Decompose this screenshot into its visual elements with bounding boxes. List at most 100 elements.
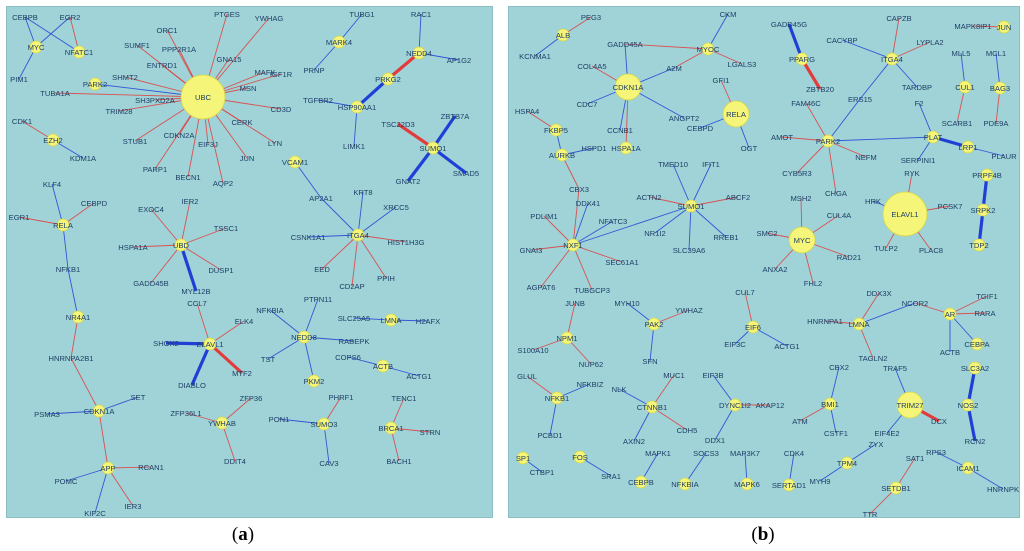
node-sumo3 — [317, 417, 331, 431]
node-label-akap12: AKAP12 — [756, 401, 785, 410]
edge-lmna-ncor2 — [858, 302, 916, 325]
node-label-eif3c: EIF3C — [724, 340, 746, 349]
caption-b-letter: b — [757, 524, 769, 545]
node-cdkn1a — [92, 404, 106, 418]
node-label-ap1g2: AP1G2 — [447, 56, 471, 65]
edge-nxf1-pdlim1 — [543, 215, 574, 246]
node-label-kcnma1: KCNMA1 — [519, 52, 551, 61]
node-eif6 — [746, 320, 760, 334]
node-label-nr4a1: NR4A1 — [66, 313, 90, 322]
node-label-cdh5: CDH5 — [677, 426, 698, 435]
edge-sumo3-cav3 — [323, 423, 330, 464]
node-label-lmna: LMNA — [380, 316, 402, 325]
node-label-traf5: TRAF5 — [883, 364, 907, 373]
node-sumo1 — [684, 199, 698, 213]
node-hspa1a — [619, 141, 633, 155]
node-label-ddit4: DDIT4 — [224, 457, 246, 466]
node-label-f2: F2 — [915, 99, 924, 108]
node-label-eif6: EIF6 — [745, 323, 761, 332]
node-label-brca1: BRCA1 — [378, 424, 403, 433]
node-label-nfatc1: NFATC1 — [65, 48, 94, 57]
node-rela — [722, 100, 750, 128]
node-label-prkg2: PRKG2 — [375, 75, 401, 84]
node-label-cdkn2a: CDKN2A — [164, 131, 196, 140]
node-label-tulp2: TULP2 — [874, 244, 898, 253]
node-label-myc: MYC — [794, 236, 811, 245]
node-label-diablo: DIABLO — [178, 381, 206, 390]
node-label-abcf2: ABCF2 — [726, 193, 750, 202]
edge-itga4-krt8 — [357, 191, 364, 236]
node-label-actb: ACTB — [373, 362, 393, 371]
node-label-setdb1: SETDB1 — [881, 484, 911, 493]
node-label-ccnb1: CCNB1 — [607, 126, 633, 135]
node-label-sec61a1: SEC61A1 — [605, 258, 638, 267]
node-sp1 — [516, 451, 530, 465]
node-label-dcx: DCX — [931, 417, 947, 426]
node-label-sumf1: SUMF1 — [124, 41, 150, 50]
node-label-rela: RELA — [53, 221, 74, 230]
node-label-lrp1: LRP1 — [959, 143, 978, 152]
edge-cdkn1a-psma3 — [46, 410, 100, 415]
edge-eif6-actg1 — [752, 326, 788, 347]
node-label-cebpd: CEBPD — [687, 124, 714, 133]
node-label-pde9a: PDE9A — [984, 119, 1010, 128]
node-label-cebpb: CEBPB — [12, 13, 38, 22]
edge-ubd-tssc1 — [180, 227, 227, 246]
node-label-npm1: NPM1 — [556, 334, 577, 343]
node-label-myc: MYC — [28, 43, 45, 52]
node-label-parp1: PARP1 — [143, 165, 167, 174]
node-label-hspa1a: HSPA1A — [118, 243, 148, 252]
node-label-junb: JUNB — [565, 299, 585, 308]
edge-sumo1-gnat2 — [406, 147, 435, 182]
node-elavl1 — [203, 337, 217, 351]
node-label-becn1: BECN1 — [175, 173, 200, 182]
edge-rela-egr1 — [18, 216, 64, 226]
edge-ubd-ier2 — [180, 200, 191, 246]
node-label-tsc22d3: TSC22D3 — [381, 120, 414, 129]
node-pkm2 — [307, 374, 321, 388]
edge-cdkn1a-app — [98, 410, 109, 469]
node-label-col4a5: COL4A5 — [577, 62, 606, 71]
node-label-serpini1: SERPINI1 — [901, 156, 936, 165]
node-label-tenc1: TENC1 — [392, 394, 417, 403]
node-label-a2m: A2M — [666, 64, 682, 73]
node-actb — [376, 359, 390, 373]
node-label-slc3a2: SLC3A2 — [961, 364, 989, 373]
node-label-nos2: NOS2 — [958, 401, 979, 410]
node-label-nfatc3: NFATC3 — [599, 217, 628, 226]
node-label-cul7: CUL7 — [735, 288, 754, 297]
node-nedd4 — [412, 46, 426, 60]
edge-elavl1-mtf2 — [208, 342, 244, 375]
edge-nedd8-ptpn11 — [303, 298, 319, 338]
edge-park2-ers15 — [827, 98, 861, 142]
edge-sumo1-nr1i2 — [654, 205, 692, 234]
node-label-nedd8: NEDD8 — [291, 333, 317, 342]
node-label-bmi1: BMI1 — [821, 400, 839, 409]
node-label-elk4: ELK4 — [235, 317, 254, 326]
edge-vcam1-ap2a1 — [294, 161, 322, 199]
node-label-hist1h3g: HIST1H3G — [387, 238, 424, 247]
node-label-bach1: BACH1 — [386, 457, 411, 466]
edge-itga4-hist1h3g — [357, 234, 407, 243]
node-label-cyb5r3: CYB5R3 — [782, 169, 812, 178]
node-label-cul4a: CUL4A — [827, 211, 852, 220]
node-label-hspd1: HSPD1 — [581, 144, 606, 153]
node-label-plac8: PLAC8 — [919, 246, 943, 255]
node-label-tuba1a: TUBA1A — [40, 89, 70, 98]
node-vcam1 — [288, 155, 302, 169]
node-ywhab — [215, 416, 229, 430]
node-label-cebpa: CEBPA — [964, 340, 990, 349]
node-label-scarb1: SCARB1 — [942, 119, 972, 128]
edge-elavl1-shox2 — [165, 341, 211, 346]
node-label-smc2: SMC2 — [756, 229, 777, 238]
node-label-ywhab: YWHAB — [208, 419, 236, 428]
node-label-dync1i2: DYNC1I2 — [719, 401, 751, 410]
node-label-cul1: CUL1 — [955, 83, 974, 92]
node-label-ptpn11: PTPN11 — [304, 295, 332, 304]
node-itga4 — [351, 228, 365, 242]
node-tdp2 — [972, 238, 986, 252]
edge-ubd-hspa1a — [132, 244, 182, 248]
node-prkg2 — [381, 72, 395, 86]
edge-nxf1-nfatc3 — [572, 220, 614, 246]
node-nos2 — [961, 398, 975, 412]
